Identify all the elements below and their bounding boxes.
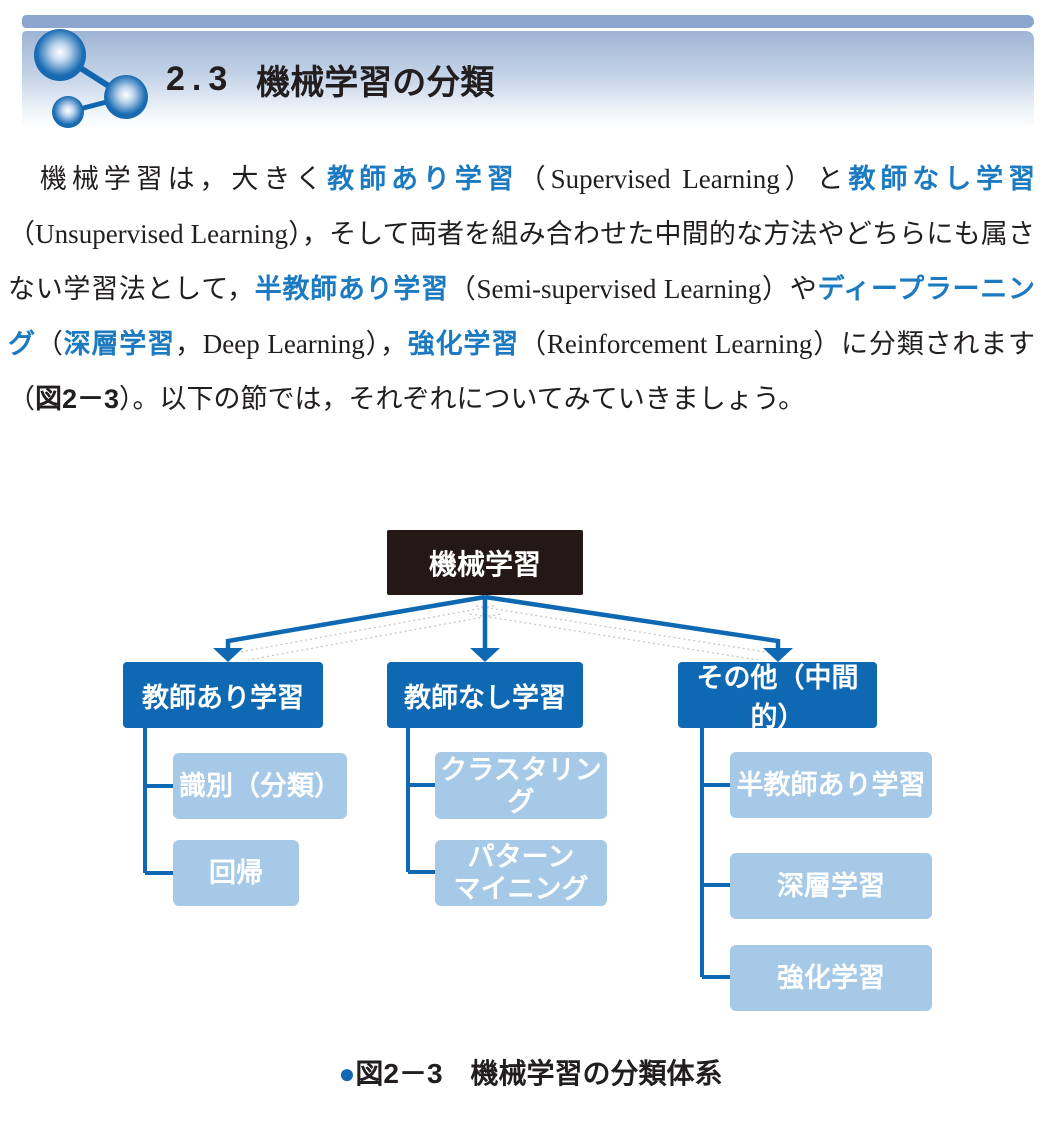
- figure-caption: ●図2－3 機械学習の分類体系: [0, 1052, 1061, 1092]
- text-run: （Supervised Learning）と: [518, 164, 849, 194]
- keyword: 半教師あり学習: [254, 274, 449, 304]
- text-run: （: [35, 329, 64, 359]
- header-top-bar: [22, 15, 1034, 28]
- keyword: 強化学習: [407, 329, 520, 359]
- caption-figure-label: 図2－3: [355, 1058, 443, 1089]
- arrow-heads: [213, 648, 793, 662]
- caption-text: 機械学習の分類体系: [470, 1058, 723, 1089]
- node-semi-supervised: 半教師あり学習: [730, 752, 932, 818]
- dotted-guide-lines: [239, 605, 767, 661]
- node-regression: 回帰: [173, 840, 299, 906]
- section-title-text: 機械学習の分類: [256, 64, 495, 102]
- caption-bullet-icon: ●: [338, 1058, 356, 1089]
- text-run: ）。以下の節では，それぞれについてみていきましょう。: [119, 384, 806, 414]
- body-paragraph: 機械学習は，大きく教師あり学習（Supervised Learning）と教師な…: [8, 152, 1035, 427]
- keyword: ディープラーニング: [8, 274, 1035, 359]
- section-number: 2.3: [166, 60, 235, 98]
- arrow-head: [763, 648, 793, 662]
- molecule-node: [52, 96, 84, 128]
- elbow-connectors: [143, 727, 730, 979]
- keyword: 深層学習: [63, 329, 175, 359]
- node-unsupervised-learning: 教師なし学習: [387, 662, 583, 728]
- node-reinforcement: 強化学習: [730, 945, 932, 1011]
- node-other-intermediate: その他（中間的）: [678, 662, 877, 732]
- arrow-head: [213, 648, 243, 662]
- node-supervised-learning: 教師あり学習: [123, 662, 323, 728]
- figure-ref: 図2－3: [35, 384, 120, 414]
- section-title: 2.3 機械学習の分類: [166, 31, 494, 128]
- molecule-node: [104, 75, 148, 119]
- arrow-line: [225, 594, 486, 650]
- node-deep-learning: 深層学習: [730, 853, 932, 919]
- node-pattern-mining: パターン マイニング: [435, 840, 607, 906]
- text-run: ，Deep Learning），: [174, 329, 408, 359]
- node-clustering: クラスタリング: [435, 752, 607, 819]
- molecule-icon: [34, 29, 148, 128]
- keyword: 教師あり学習: [327, 164, 519, 194]
- text-run: （Semi-supervised Learning）や: [448, 274, 818, 304]
- node-classification: 識別（分類）: [173, 753, 347, 819]
- header-gradient-band: [22, 31, 1034, 128]
- keyword: 教師なし学習: [848, 164, 1036, 194]
- arrow-line: [484, 594, 781, 650]
- arrow-head: [470, 648, 500, 662]
- text-run: （Unsupervised Learning），そして両者を組み合わせた中間的な…: [8, 219, 1035, 304]
- text-run: （Reinforcement Learning）に分類されます（: [8, 329, 1036, 414]
- molecule-node: [34, 29, 86, 81]
- node-machine-learning: 機械学習: [387, 530, 583, 595]
- text-run: 機械学習は，大きく: [8, 164, 328, 194]
- root-arrows: [225, 594, 781, 650]
